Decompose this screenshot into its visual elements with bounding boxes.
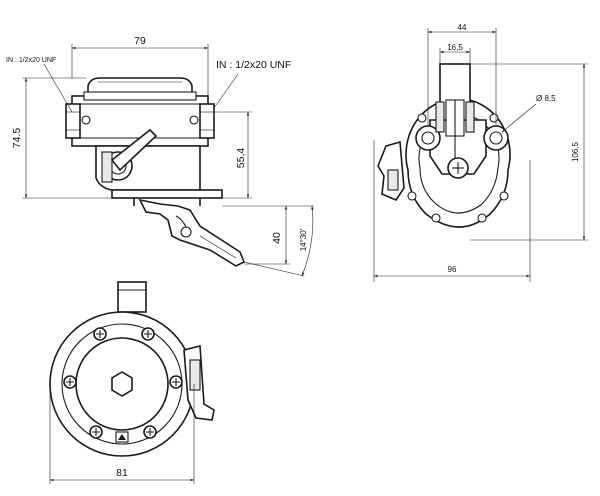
- bottom-view-dimensions: 81: [49, 384, 195, 484]
- end-top-width-dim: 44: [458, 23, 467, 32]
- inlet-left-label: IN : 1/2x20 UNF: [6, 57, 56, 64]
- end-inner-width-dim: 16,5: [447, 43, 463, 52]
- bottom-view: [49, 281, 215, 457]
- end-view: [377, 63, 511, 228]
- end-bottom-width-dim: 96: [448, 265, 457, 274]
- side-height-dim: 74.5: [11, 128, 23, 149]
- end-height-dim: 106,5: [571, 141, 580, 162]
- side-mid-height-dim: 55,4: [235, 148, 247, 169]
- bottom-width-dim: 81: [116, 467, 128, 479]
- inlet-right-label: IN : 1/2x20 UNF: [216, 59, 291, 71]
- side-view-dimensions: 79 74.5 55,4 40 14°30' IN : 1/2x20 UNF I…: [6, 35, 314, 277]
- side-width-dim: 79: [134, 35, 146, 47]
- end-view-dimensions: 44 16,5 Ø 8,5 106,5 96: [373, 23, 588, 282]
- lever-length-dim: 40: [271, 232, 283, 244]
- bottom-screw-lugs: [63, 327, 183, 439]
- lever-angle-dim: 14°30': [299, 228, 308, 251]
- side-view: [65, 77, 246, 267]
- hole-diameter-dim: Ø 8,5: [536, 94, 556, 103]
